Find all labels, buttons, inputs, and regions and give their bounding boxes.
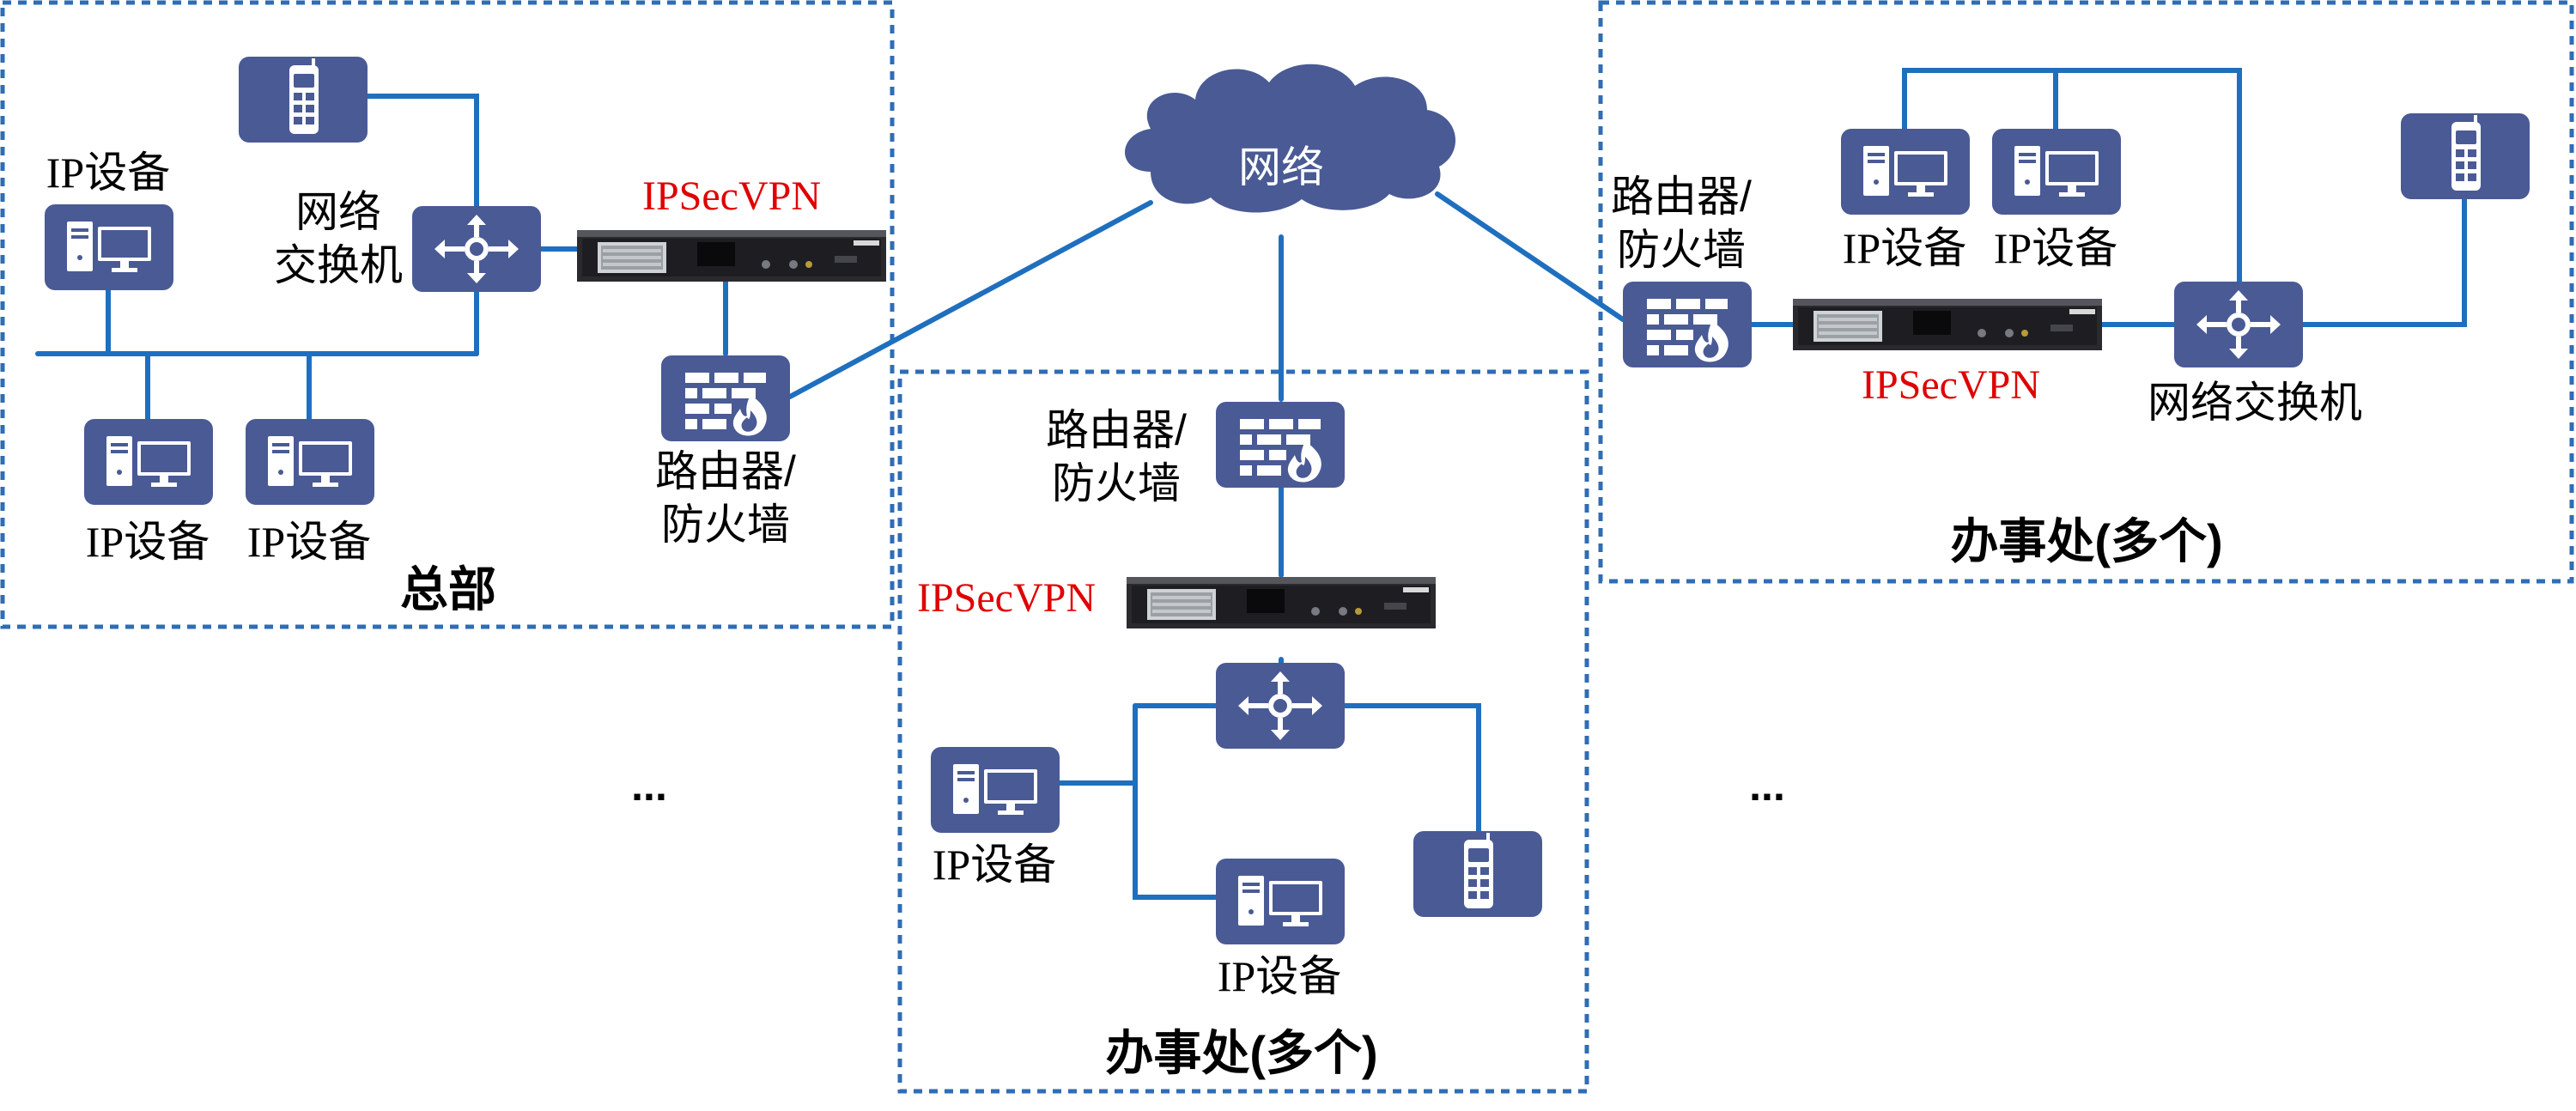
branch-bottom-router-label-line1: 路由器/ (1046, 406, 1187, 454)
branch-right-computer-icon-2 (1992, 129, 2121, 215)
hq-computer-icon-2 (246, 419, 374, 505)
hq-computer-icon (45, 204, 173, 290)
hq-computer-icon-1 (84, 419, 213, 505)
ellipsis-right: ... (1749, 762, 1785, 810)
branch-right-switch-icon (2174, 282, 2303, 367)
branch-right-zone (1598, 0, 2574, 584)
branch-bottom-phone-icon (1413, 831, 1542, 917)
branch-right-router-label-line2: 防火墙 (1617, 226, 1746, 274)
branch-right-vpn-appliance-icon (1793, 299, 2102, 350)
hq-router-label-line2: 防火墙 (661, 501, 790, 549)
branch-right-switch-label: 网络交换机 (2148, 379, 2362, 427)
branch-right-ip-device-2-label: IP设备 (1994, 224, 2117, 272)
hq-ip-device-label: IP设备 (46, 149, 170, 197)
branch-right-phone-icon (2401, 113, 2530, 199)
branch-bottom-computer-icon-2 (1216, 859, 1345, 944)
branch-bottom-zone-label: 办事处(多个) (1105, 1026, 1377, 1080)
branch-bottom-switch-icon (1216, 663, 1345, 749)
hq-router-label-line1: 路由器/ (655, 447, 796, 495)
hq-phone-icon (239, 57, 368, 143)
branch-bottom-ip-device-1-label: IP设备 (933, 841, 1056, 889)
hq-switch-label-line1: 网络 (295, 188, 381, 236)
hq-ip-device-1-label: IP设备 (86, 518, 210, 566)
hq-firewall-icon (661, 355, 790, 441)
branch-bottom-vpn-appliance-icon (1127, 577, 1436, 628)
cloud-icon (1125, 64, 1456, 213)
hq-switch-label-line2: 交换机 (274, 241, 403, 289)
hq-ip-device-2-label: IP设备 (247, 518, 371, 566)
ellipsis-left: ... (631, 762, 667, 810)
branch-bottom-ip-device-2-label: IP设备 (1218, 952, 1341, 1000)
hq-zone-label: 总部 (400, 562, 496, 616)
branch-bottom-computer-icon-1 (931, 747, 1060, 833)
branch-bottom-router-label-line2: 防火墙 (1052, 459, 1181, 507)
branch-bottom-zone (897, 369, 1589, 1094)
branch-right-vpn-label: IPSecVPN (1862, 362, 2040, 408)
hq-vpn-label: IPSecVPN (642, 173, 821, 219)
branch-right-zone-label: 办事处(多个) (1950, 514, 2222, 568)
branch-right-router-label-line1: 路由器/ (1611, 173, 1752, 221)
branch-bottom-firewall-icon (1216, 402, 1345, 488)
branch-bottom-vpn-label: IPSecVPN (917, 575, 1096, 621)
branch-right-computer-icon-1 (1841, 129, 1970, 215)
hq-vpn-appliance-icon (577, 230, 886, 282)
branch-right-firewall-icon (1623, 282, 1752, 367)
cloud-label: 网络 (1238, 143, 1324, 191)
hq-switch-icon (412, 206, 541, 292)
branch-right-ip-device-1-label: IP设备 (1843, 224, 1966, 272)
